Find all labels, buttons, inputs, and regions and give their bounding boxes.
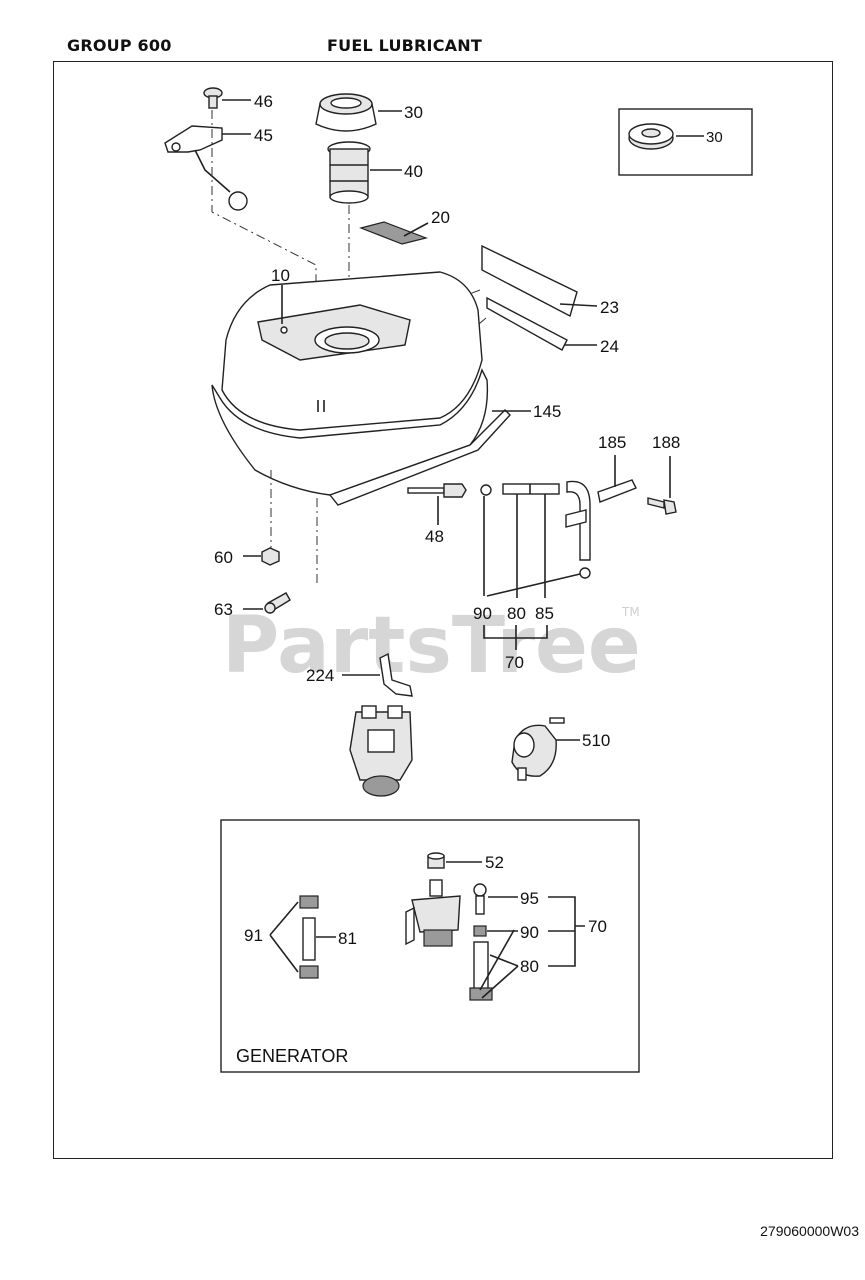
label-23 <box>481 244 598 318</box>
callout-g90: 90 <box>520 923 539 942</box>
washer-inset-30 <box>618 108 753 176</box>
callout-10: 10 <box>271 266 290 285</box>
section-heading: FUEL LUBRICANT <box>327 36 482 55</box>
callout-g91: 91 <box>244 926 263 945</box>
callout-30: 30 <box>404 103 423 122</box>
label-20 <box>359 221 429 245</box>
bolt-63 <box>243 592 291 614</box>
watermark-trademark: TM <box>621 605 640 619</box>
group-heading: GROUP 600 <box>67 36 172 55</box>
callout-60: 60 <box>214 548 233 567</box>
fitting-95 <box>473 883 518 915</box>
fuel-pipe <box>486 480 591 597</box>
generator-label: GENERATOR <box>236 1046 348 1066</box>
fuel-tank-10 <box>211 271 531 506</box>
hose-g80 <box>469 929 519 1001</box>
callout-46: 46 <box>254 92 273 111</box>
nut-60 <box>243 547 280 566</box>
fitting-48 <box>407 483 467 525</box>
callout-g80: 80 <box>520 957 539 976</box>
lever-224 <box>342 652 413 697</box>
callout-510: 510 <box>582 731 610 750</box>
bracket-185 <box>597 455 637 503</box>
callout-g52: 52 <box>485 853 504 872</box>
hose-80-85 <box>502 483 560 598</box>
callout-85: 85 <box>535 604 554 623</box>
callout-g70: 70 <box>588 917 607 936</box>
bracket-45 <box>164 125 251 211</box>
clamp-90 <box>480 484 492 596</box>
callout-70: 70 <box>505 653 524 672</box>
fitting-52 <box>427 852 482 869</box>
carburetor <box>349 705 413 797</box>
callout-224: 224 <box>306 666 334 685</box>
callout-g95: 95 <box>520 889 539 908</box>
callout-90: 90 <box>473 604 492 623</box>
bolt-188 <box>647 456 677 515</box>
callout-g70-bracket <box>548 896 585 967</box>
callout-30-inset: 30 <box>706 129 723 146</box>
callout-40: 40 <box>404 162 423 181</box>
callout-80: 80 <box>507 604 526 623</box>
hose-g81 <box>299 895 336 979</box>
diagram-frame <box>53 61 833 1159</box>
callout-70-bracket <box>483 625 548 650</box>
callout-63: 63 <box>214 600 233 619</box>
fuel-filter-40 <box>327 141 402 204</box>
label-24 <box>486 296 597 351</box>
fuel-cock <box>405 879 461 947</box>
callout-185: 185 <box>598 433 626 452</box>
callout-188: 188 <box>652 433 680 452</box>
fuel-cap-30 <box>315 93 402 132</box>
callout-48: 48 <box>425 527 444 546</box>
watermark-text: PartsTree <box>222 601 641 691</box>
callout-g91-leaders <box>269 901 299 973</box>
generator-inset-box <box>220 819 640 1073</box>
callout-23: 23 <box>600 298 619 317</box>
screw-46 <box>203 87 251 109</box>
fuel-pump-510 <box>511 717 580 781</box>
callout-20: 20 <box>431 208 450 227</box>
callout-45: 45 <box>254 126 273 145</box>
callout-145: 145 <box>533 402 561 421</box>
callout-g81: 81 <box>338 929 357 948</box>
callout-24: 24 <box>600 337 619 356</box>
document-id: 279060000W03 <box>760 1223 859 1239</box>
